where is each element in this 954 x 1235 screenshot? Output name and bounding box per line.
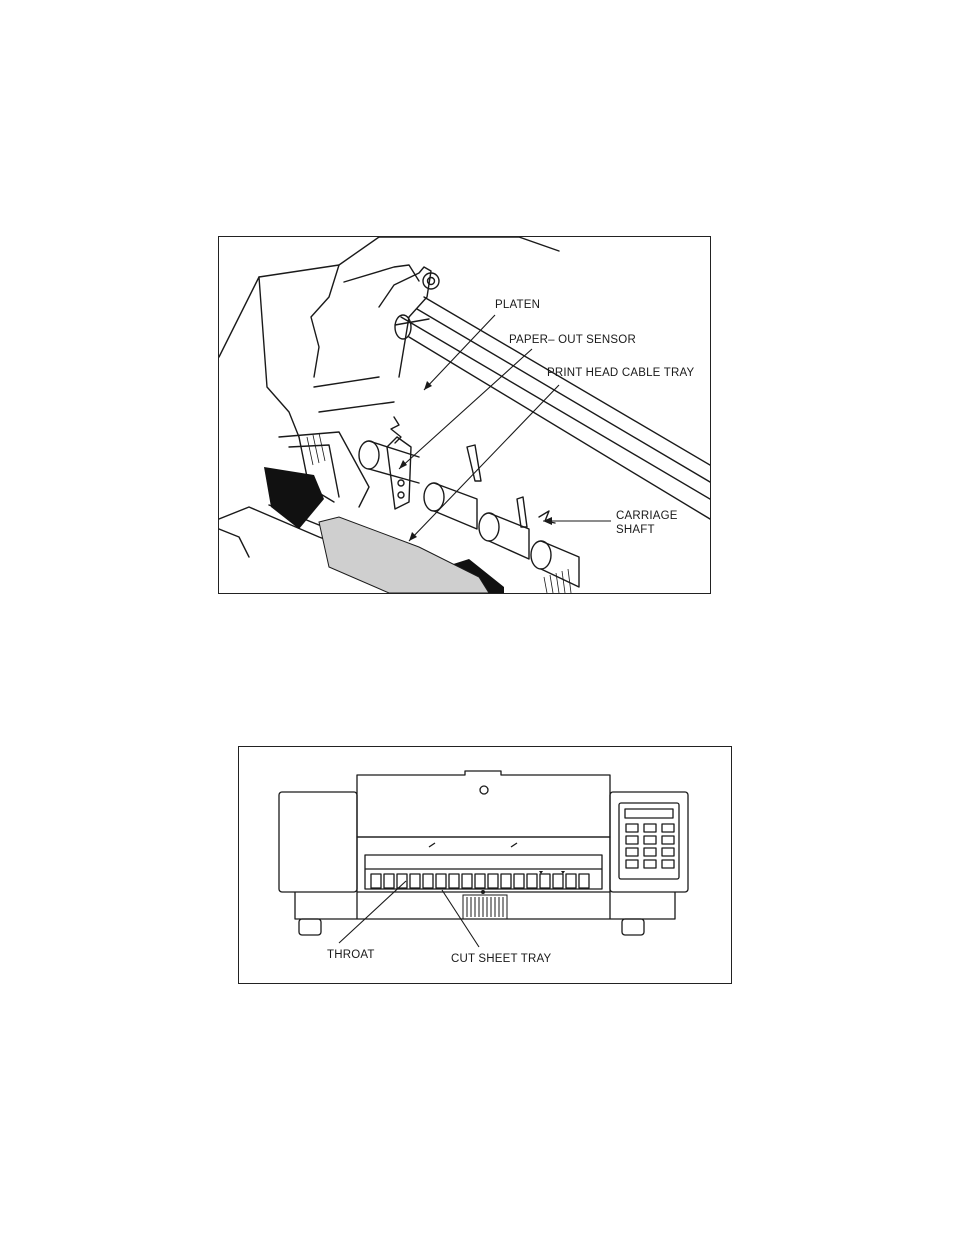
paper-out-sensor-label: PAPER– OUT SENSOR — [509, 334, 636, 347]
platen-label: PLATEN — [495, 299, 540, 312]
printer-front-drawing — [239, 747, 731, 983]
carriage-shaft-label-line2: SHAFT — [616, 524, 655, 537]
printer-interior-figure: PLATEN PAPER– OUT SENSOR PRINT HEAD CABL… — [218, 236, 711, 594]
cut-sheet-tray-label: CUT SHEET TRAY — [451, 953, 551, 966]
printer-interior-drawing — [219, 237, 710, 593]
carriage-shaft-label-line1: CARRIAGE — [616, 510, 678, 523]
throat-label: THROAT — [327, 949, 375, 962]
printer-front-figure: THROAT CUT SHEET TRAY — [238, 746, 732, 984]
print-head-cable-tray-label: PRINT HEAD CABLE TRAY — [547, 367, 694, 380]
